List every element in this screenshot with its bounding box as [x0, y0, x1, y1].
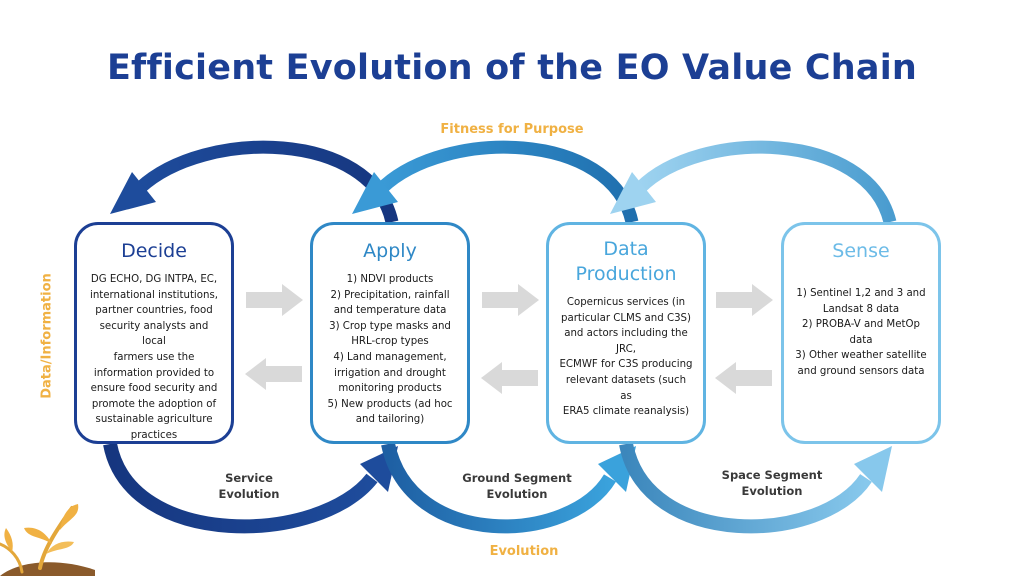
sense-line: data — [849, 334, 873, 346]
sense-box: Sense 1) Sentinel 1,2 and 3 and Landsat … — [781, 222, 941, 444]
gray-arrow-left-1 — [245, 358, 302, 390]
space-segment-evolution-line: Space Segment — [721, 468, 823, 482]
sense-line: 2) PROBA-V and MetOp — [802, 319, 920, 331]
data-information-label: Data/Information — [39, 273, 55, 399]
decide-description: DG ECHO, DG INTPA, EC, international ins… — [87, 272, 221, 444]
data-production-description: Copernicus services (in particular CLMS … — [559, 295, 693, 420]
decide-line: sustainable agriculture — [95, 414, 213, 426]
gray-arrow-right-1 — [246, 284, 303, 316]
decide-box: Decide DG ECHO, DG INTPA, EC, internatio… — [74, 222, 234, 444]
plant-decoration-icon — [0, 504, 95, 576]
decide-line: international institutions, — [89, 289, 218, 301]
gray-arrow-left-3 — [715, 362, 772, 394]
decide-line: partner countries, food — [95, 305, 213, 317]
data-production-line: Copernicus services (in — [566, 297, 686, 308]
apply-line: and tailoring) — [355, 414, 425, 426]
gray-arrow-right-3 — [716, 284, 773, 316]
ground-segment-evolution-line: Evolution — [486, 487, 548, 501]
data-production-line: relevant datasets (such as — [565, 374, 687, 402]
data-production-box: Data Production Copernicus services (in … — [546, 222, 706, 444]
gray-arrow-left-2 — [481, 362, 538, 394]
decide-title: Decide — [121, 240, 187, 262]
evolution-label: Evolution — [489, 544, 559, 559]
fitness-for-purpose-label: Fitness for Purpose — [440, 122, 584, 137]
apply-line: HRL-crop types — [351, 336, 429, 348]
top-arc-sense-to-data — [610, 140, 897, 224]
sense-list: 1) Sentinel 1,2 and 3 and Landsat 8 data… — [794, 286, 928, 380]
bottom-arc-data-to-sense — [619, 442, 892, 534]
service-evolution-label: Service Evolution — [214, 470, 284, 502]
apply-line: irrigation and drought — [334, 367, 446, 379]
sense-line: 3) Other weather satellite — [795, 350, 927, 362]
data-production-title-line: Production — [575, 263, 677, 285]
top-arc-apply-to-decide — [110, 140, 399, 224]
sense-line: and ground sensors data — [797, 365, 925, 377]
sense-line: 1) Sentinel 1,2 and 3 and — [796, 288, 926, 299]
space-segment-evolution-label: Space Segment Evolution — [712, 467, 832, 499]
sense-line: Landsat 8 data — [822, 303, 900, 315]
data-production-line: particular CLMS and C3S) — [560, 312, 691, 324]
apply-line: 5) New products (ad hoc — [327, 398, 453, 410]
data-production-line: and actors including the JRC, — [564, 328, 688, 355]
service-evolution-line: Evolution — [218, 487, 280, 501]
decide-line: information provided to — [93, 367, 215, 379]
apply-line: 2) Precipitation, rainfall — [330, 289, 450, 301]
decide-line: practices — [130, 429, 178, 441]
data-production-title-line: Data — [603, 238, 649, 260]
space-segment-evolution-line: Evolution — [741, 484, 803, 498]
ground-segment-evolution-line: Ground Segment — [462, 471, 572, 485]
page-title: Efficient Evolution of the EO Value Chai… — [106, 48, 918, 88]
apply-box: Apply 1) NDVI products 2) Precipitation,… — [310, 222, 470, 444]
decide-line: ensure food security and — [90, 383, 218, 395]
gray-arrow-right-2 — [482, 284, 539, 316]
data-production-title: Data Production — [549, 237, 703, 287]
service-evolution-line: Service — [225, 471, 273, 485]
apply-line: 3) Crop type masks and — [329, 320, 451, 332]
decide-line: security analysts and local — [99, 320, 209, 348]
apply-line: 4) Land management, — [333, 351, 447, 363]
apply-list: 1) NDVI products 2) Precipitation, rainf… — [323, 272, 457, 428]
decide-line: promote the adoption of — [91, 398, 217, 410]
sense-title: Sense — [832, 240, 890, 262]
apply-line: and temperature data — [333, 305, 447, 317]
apply-line: monitoring products — [338, 383, 442, 395]
data-production-line: ERA5 climate reanalysis) — [562, 406, 690, 418]
ground-segment-evolution-label: Ground Segment Evolution — [452, 470, 582, 502]
top-arc-data-to-apply — [352, 140, 639, 224]
decide-line: farmers use the — [113, 351, 195, 363]
apply-title: Apply — [363, 240, 417, 262]
apply-line: 1) NDVI products — [346, 274, 434, 285]
data-production-line: ECMWF for C3S producing — [559, 359, 693, 371]
decide-line: DG ECHO, DG INTPA, EC, — [90, 274, 218, 285]
